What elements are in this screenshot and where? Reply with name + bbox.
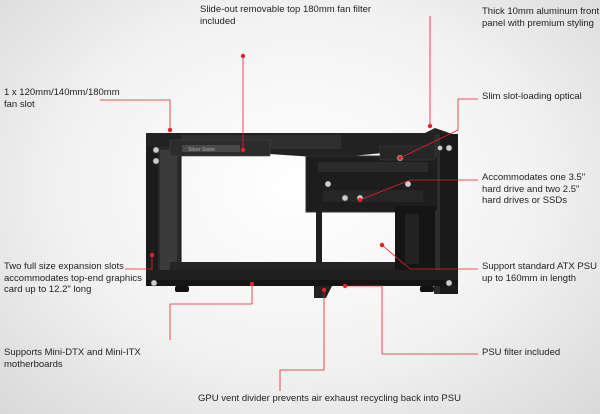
callout-dot: [357, 197, 363, 203]
callout-dot: [321, 287, 327, 293]
callout-lines: [100, 16, 478, 391]
bottom-rail: [146, 270, 458, 280]
callout-dot: [342, 283, 348, 289]
case-chassis: Silver Stone: [146, 128, 458, 298]
label-top-filter: Slide-out removable top 180mm fan filter…: [200, 4, 372, 27]
label-aluminum-panel: Thick 10mm aluminum front panel with pre…: [482, 6, 600, 29]
callout-dot: [240, 147, 246, 153]
psu-filter: [314, 286, 332, 298]
label-optical: Slim slot-loading optical: [482, 91, 582, 102]
label-gpu-divider: GPU vent divider prevents air exhaust re…: [198, 393, 461, 404]
foot-right: [420, 286, 434, 292]
callout-dot: [427, 123, 433, 129]
screw: [150, 279, 158, 287]
screw: [445, 144, 453, 152]
foot-left: [175, 286, 189, 292]
gpu-vent-divider: [316, 204, 322, 280]
screw: [152, 146, 160, 154]
screw: [445, 279, 453, 287]
label-motherboard: Supports Mini-DTX and Mini-ITX motherboa…: [4, 347, 141, 370]
callout-dot: [397, 155, 403, 161]
label-fan-slot: 1 x 120mm/140mm/180mm fan slot: [4, 87, 120, 110]
screw: [341, 194, 349, 202]
screw: [437, 145, 443, 151]
callout-line-psu: [381, 244, 478, 270]
callout-dots: [149, 53, 433, 293]
callout-line-hdd: [359, 179, 478, 201]
label-expansion-slots: Two full size expansion slots accommodat…: [4, 261, 142, 295]
callout-dot: [379, 242, 385, 248]
callout-line-psu-filter: [345, 285, 478, 355]
screw: [324, 180, 332, 188]
callout-line-fan-slot: [100, 99, 171, 130]
rear-panel: [146, 133, 157, 285]
screw: [152, 157, 160, 165]
svg-text:Silver Stone: Silver Stone: [188, 147, 215, 153]
callout-line-motherboard: [169, 284, 253, 340]
callout-line-optical: [399, 98, 478, 159]
callout-line-gpu: [279, 290, 325, 391]
front-aluminum-panel: [438, 134, 458, 294]
label-psu-support: Support standard ATX PSU up to 160mm in …: [482, 261, 597, 284]
callout-dot: [249, 281, 255, 287]
label-hdd: Accommodates one 3.5" hard drive and two…: [482, 172, 586, 206]
label-psu-filter: PSU filter included: [482, 347, 561, 358]
callout-line-expansion: [125, 255, 153, 270]
callout-dot: [240, 53, 246, 59]
callout-dot: [149, 252, 155, 258]
optical-bay: [379, 145, 436, 161]
callout-dot: [167, 127, 173, 133]
